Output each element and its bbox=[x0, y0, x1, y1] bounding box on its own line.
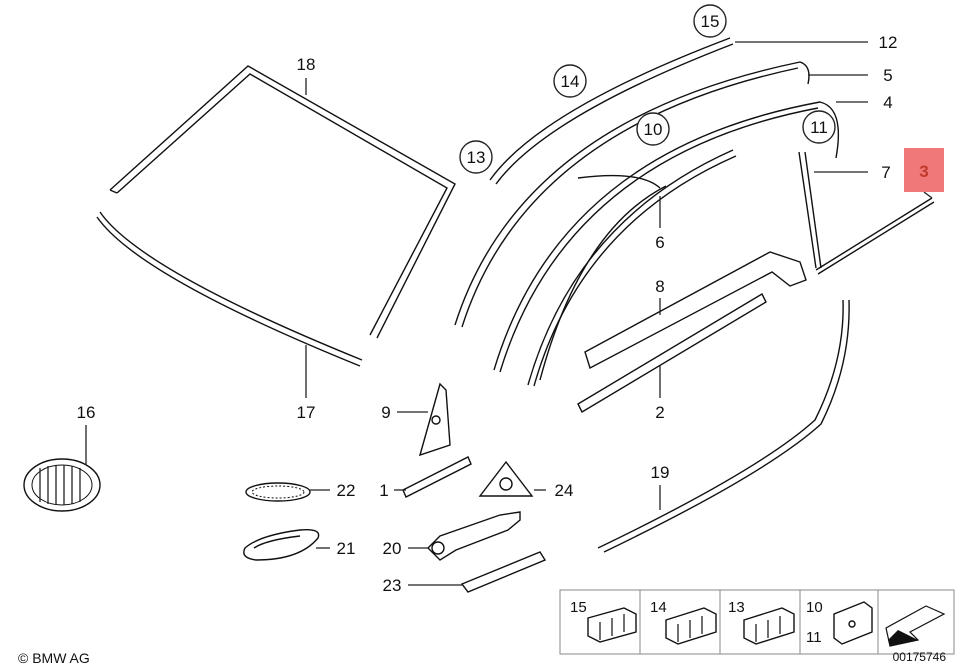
label-8: 8 bbox=[655, 277, 664, 296]
label-11: 11 bbox=[810, 118, 828, 137]
clip-15-icon bbox=[587, 607, 637, 643]
arrow-icon bbox=[885, 605, 946, 647]
label-23: 23 bbox=[383, 576, 402, 595]
callout-10: 10 bbox=[636, 112, 670, 146]
callout-13: 13 bbox=[459, 140, 493, 174]
pillar-strip-7 bbox=[798, 151, 822, 269]
trim-strip-3 bbox=[815, 197, 935, 275]
label-2: 2 bbox=[655, 403, 664, 422]
label-12: 12 bbox=[879, 33, 898, 52]
label-15: 15 bbox=[701, 12, 720, 31]
roof-molding-4 bbox=[493, 101, 840, 373]
label-10: 10 bbox=[644, 120, 663, 139]
copyright-text: © BMW AG bbox=[18, 650, 90, 666]
clip-10-11-icon bbox=[833, 601, 873, 645]
side-marker-frame-21 bbox=[243, 528, 320, 561]
windshield-lower-strip bbox=[96, 211, 363, 367]
label-14: 14 bbox=[561, 72, 580, 91]
clip-13-icon bbox=[743, 607, 795, 645]
window-frame-10 bbox=[527, 149, 737, 387]
label-18: 18 bbox=[297, 55, 316, 74]
roof-molding-outer bbox=[489, 37, 734, 185]
legend-label-13: 13 bbox=[728, 599, 745, 616]
door-seal-19 bbox=[597, 299, 850, 553]
label-19: 19 bbox=[651, 463, 670, 482]
label-17: 17 bbox=[297, 403, 316, 422]
label-24: 24 bbox=[555, 481, 574, 500]
label-1: 1 bbox=[379, 481, 388, 500]
mirror-triangle-9 bbox=[418, 382, 451, 457]
label-5: 5 bbox=[883, 66, 892, 85]
reference-number: 00175746 bbox=[892, 650, 946, 664]
window-seal-2 bbox=[577, 293, 767, 413]
door-handle-20 bbox=[427, 511, 521, 561]
sill-plate-23 bbox=[460, 551, 547, 593]
legend-label-15: 15 bbox=[570, 599, 587, 616]
callout-14: 14 bbox=[553, 64, 587, 98]
clip-14-icon bbox=[665, 607, 717, 645]
warning-label-24 bbox=[478, 460, 534, 497]
side-marker-22 bbox=[245, 482, 311, 502]
fastener-legend: 15 14 13 10 11 bbox=[559, 589, 955, 655]
label-3: 3 bbox=[919, 162, 928, 181]
legend-label-14: 14 bbox=[650, 599, 667, 616]
legend-label-11: 11 bbox=[806, 629, 822, 646]
windshield-gasket bbox=[109, 65, 456, 339]
kidney-grille-16 bbox=[23, 458, 101, 512]
label-20: 20 bbox=[383, 539, 402, 558]
label-22: 22 bbox=[337, 481, 356, 500]
label-16: 16 bbox=[77, 403, 96, 422]
callout-11: 11 bbox=[802, 110, 836, 144]
callout-15: 15 bbox=[693, 4, 727, 38]
label-4: 4 bbox=[883, 93, 892, 112]
roof-molding-5 bbox=[454, 61, 810, 328]
label-7: 7 bbox=[881, 163, 890, 182]
legend-label-10: 10 bbox=[806, 599, 823, 616]
window-channel-8 bbox=[584, 251, 807, 370]
highlight-box bbox=[904, 148, 944, 192]
label-9: 9 bbox=[381, 403, 390, 422]
callout-3-highlighted: 3 bbox=[904, 148, 944, 192]
label-6: 6 bbox=[655, 233, 664, 252]
trim-strip-1 bbox=[402, 456, 472, 498]
label-21: 21 bbox=[337, 539, 356, 558]
label-13: 13 bbox=[467, 148, 486, 167]
window-frame-6 bbox=[539, 174, 667, 381]
